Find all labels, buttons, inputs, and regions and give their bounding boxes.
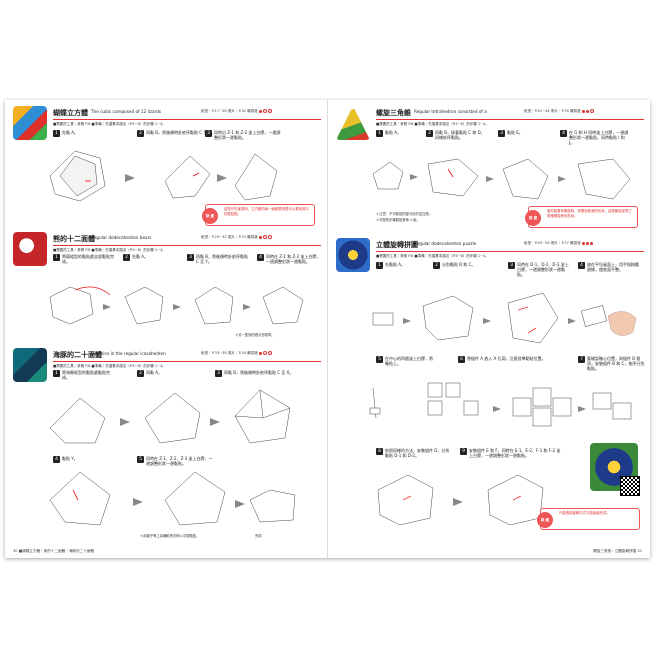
tools-line: ■需要的工具｜參照 P.8 ■準備｜先摺基本摺法（P.5~8）的步驟 1~4。 <box>376 254 489 258</box>
qr-code-icon <box>620 476 640 496</box>
step-diagram <box>49 286 304 325</box>
tip-box: 訣 竅當你能看到螺旋時，會看到底面的形狀，這是最能呈現三角錐螺旋美的形狀。 <box>525 206 638 228</box>
tools-line: ■需要的工具｜參照 P.8 ■準備｜先摺基本摺法（P.5~8）的步驟 1~4。 <box>376 122 489 126</box>
section-subtitle: Dolphins in the regular icosahedron <box>91 351 166 356</box>
tip-box: 訣 竅只能透過旋轉方式才能組裝完成。 <box>537 508 640 530</box>
section-meta: 紙型｜P.33~38 照片｜P.34 難易度 <box>201 351 272 356</box>
done-label: 完成 <box>255 534 262 538</box>
page-gutter <box>327 100 328 558</box>
step-diagram <box>49 389 291 444</box>
difficulty-dots <box>581 109 594 113</box>
tetrahedron-photo <box>336 106 370 140</box>
title-rule <box>53 361 321 362</box>
section-meta: 紙型｜P.17~28 照片｜P.32 難易度 <box>201 109 272 114</box>
page-footer: 30 ■蝴蝶立方體｜熊的十二面體｜海豚的二十面體 <box>13 549 94 553</box>
left-page: 蝴蝶立方體 The cubic composed of 12 lizards 紙… <box>5 100 327 558</box>
step-diagram <box>372 292 637 344</box>
section-meta: 紙型｜P.41~44 照片｜P.35 難易度 <box>524 109 594 114</box>
step-diagram <box>49 150 278 202</box>
note: ＊注意：不可黏貼的部分請勿塗白膠。 <box>376 212 433 216</box>
dolphin-photo <box>13 348 47 382</box>
section-tetrahedron: 螺旋三角錐 Regular tetrahedron consisted of a… <box>328 106 650 231</box>
section-subtitle: Regular dodecahedron puzzle <box>414 241 477 246</box>
title-rule <box>376 251 644 252</box>
section-title: 海豚的二十面體 <box>53 351 102 359</box>
tip-box: 訣 竅若是可先搖晃時，立方體的每一面都要清楚可以看到其中的黏貼點。 <box>202 204 315 226</box>
section-dolphins: 海豚的二十面體 Dolphins in the regular icosahed… <box>5 348 327 553</box>
bear-photo <box>13 232 47 266</box>
cube-photo <box>13 106 47 140</box>
title-rule <box>376 119 644 120</box>
title-rule <box>53 119 321 120</box>
page-footer: 螺旋三角錐｜立體旋轉拼圖 31 <box>593 549 642 553</box>
section-title: 螺旋三角錐 <box>376 109 411 117</box>
section-title: 熊的十二面體 <box>53 235 95 243</box>
section-meta: 紙型｜P.29~32 照片｜P.33 難易度 <box>201 235 272 240</box>
step-diagram <box>372 158 631 200</box>
note: ＊用鑷子等工具輔助把手伸入中間黏貼。 <box>140 534 200 538</box>
difficulty-dots <box>258 235 272 239</box>
difficulty-dots <box>258 109 272 113</box>
section-bears: 熊的十二面體 Regular dodecahedron bears 紙型｜P.2… <box>5 232 327 342</box>
section-title: 立體旋轉拼圖 <box>376 241 418 249</box>
note: ＊同樣的步驟黏貼其他 4 組。 <box>376 218 420 222</box>
puzzle-photo <box>336 238 370 272</box>
section-cubic: 蝴蝶立方體 The cubic composed of 12 lizards 紙… <box>5 106 327 226</box>
difficulty-dots <box>258 351 272 355</box>
note: ＊另一隻熊的做法也相同。 <box>235 333 275 337</box>
section-subtitle: Regular dodecahedron bears <box>91 235 152 240</box>
title-rule <box>53 245 321 246</box>
section-puzzle: 立體旋轉拼圖 Regular dodecahedron puzzle 紙型｜P.… <box>328 238 650 553</box>
tools-line: ■需要的工具｜參照 P.8 ■準備｜先摺基本摺法（P.5~8）的步驟 1~4。 <box>53 122 166 126</box>
section-meta: 紙型｜P.45~54 照片｜P.37 難易度 <box>524 241 593 246</box>
section-title: 蝴蝶立方體 <box>53 109 88 117</box>
right-page: 螺旋三角錐 Regular tetrahedron consisted of a… <box>328 100 650 558</box>
step-diagram <box>377 474 544 526</box>
difficulty-dots <box>581 241 593 245</box>
step-diagram <box>49 471 296 526</box>
section-subtitle: Regular tetrahedron consisted of a <box>414 109 487 114</box>
tools-line: ■需要的工具｜參照 P.8 ■準備｜先摺基本摺法（P.5~8）的步驟 1~4。 <box>53 364 166 368</box>
tools-line: ■需要的工具｜參照 P.8 ■準備｜先摺基本摺法（P.5~8）的步驟 1~4。 <box>53 248 166 252</box>
step-diagram <box>369 382 632 427</box>
section-subtitle: The cubic composed of 12 lizards <box>91 109 162 114</box>
book-spread: 蝴蝶立方體 The cubic composed of 12 lizards 紙… <box>5 100 650 558</box>
